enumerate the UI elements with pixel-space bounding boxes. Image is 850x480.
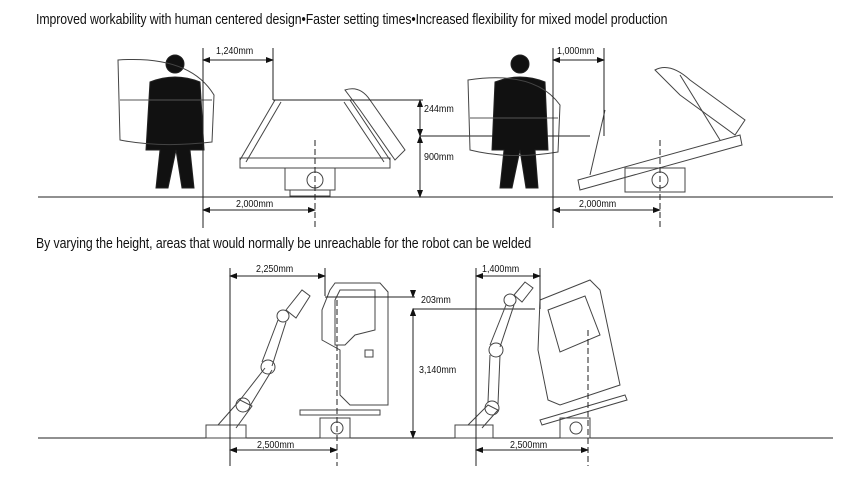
dim-height-diff-top: 244mm bbox=[424, 103, 454, 115]
dim-height-diff-bottom: 203mm bbox=[421, 294, 451, 306]
dim-reach-bottom-right: 1,400mm bbox=[482, 263, 520, 275]
section-heading-workability: Improved workability with human centered… bbox=[36, 11, 668, 28]
welding-robot-left bbox=[205, 289, 311, 439]
dim-distance-top-left: 2,000mm bbox=[236, 198, 274, 210]
dim-distance-bottom-left: 2,500mm bbox=[257, 439, 295, 451]
truck-cab-left bbox=[299, 282, 389, 439]
operator-silhouette-right bbox=[491, 54, 549, 189]
welding-robot-right bbox=[454, 281, 534, 439]
dim-reach-top-right: 1,000mm bbox=[557, 45, 595, 57]
section-heading-height: By varying the height, areas that would … bbox=[36, 235, 532, 252]
dim-height-top: 900mm bbox=[424, 151, 454, 163]
car-door-left bbox=[117, 58, 215, 146]
dim-reach-top-left: 1,240mm bbox=[216, 45, 254, 57]
dim-distance-top-right: 2,000mm bbox=[579, 198, 617, 210]
dim-distance-bottom-right: 2,500mm bbox=[510, 439, 548, 451]
truck-cab-right bbox=[537, 279, 628, 439]
operator-silhouette-left bbox=[145, 54, 205, 189]
door-jig-right bbox=[577, 67, 746, 193]
dim-height-bottom: 3,140mm bbox=[419, 364, 457, 376]
dim-reach-bottom-left: 2,250mm bbox=[256, 263, 294, 275]
car-door-right bbox=[467, 77, 561, 157]
door-jig-left bbox=[239, 88, 406, 197]
